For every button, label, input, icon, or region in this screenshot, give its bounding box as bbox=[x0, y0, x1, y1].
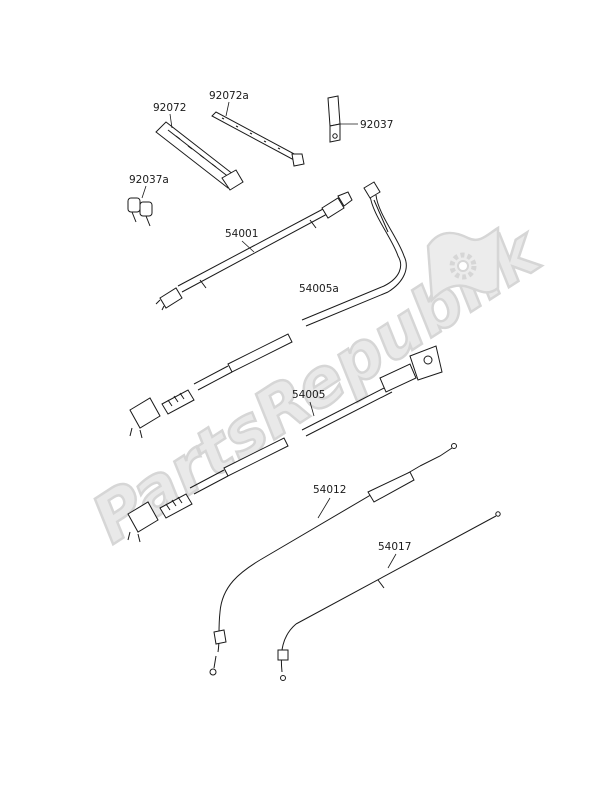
part-label-92037: 92037 bbox=[360, 119, 393, 131]
throttle-cable-54005a[interactable] bbox=[301, 181, 407, 327]
part-label-54005a: 54005a bbox=[299, 283, 339, 295]
clamp-92037a[interactable] bbox=[127, 197, 153, 227]
part-label-92072: 92072 bbox=[153, 102, 186, 114]
part-label-54005: 54005 bbox=[292, 389, 325, 401]
throttle-grip-upper[interactable] bbox=[129, 333, 293, 439]
clamp-92037[interactable] bbox=[327, 95, 341, 143]
gear-flag-icon bbox=[426, 225, 500, 303]
tie-92072a[interactable] bbox=[211, 111, 305, 167]
clutch-cable-54012[interactable] bbox=[209, 443, 457, 676]
strap-92072[interactable] bbox=[155, 121, 244, 191]
part-label-54001: 54001 bbox=[225, 228, 258, 240]
throttle-cable-54005[interactable] bbox=[301, 345, 443, 437]
part-label-54017: 54017 bbox=[378, 541, 411, 553]
part-label-92072a: 92072a bbox=[209, 90, 249, 102]
speedometer-cable-54001[interactable] bbox=[155, 191, 353, 311]
choke-cable-54017[interactable] bbox=[277, 511, 501, 681]
throttle-grip-lower[interactable] bbox=[127, 437, 289, 543]
part-label-54012: 54012 bbox=[313, 484, 346, 496]
part-label-92037a: 92037a bbox=[129, 174, 169, 186]
